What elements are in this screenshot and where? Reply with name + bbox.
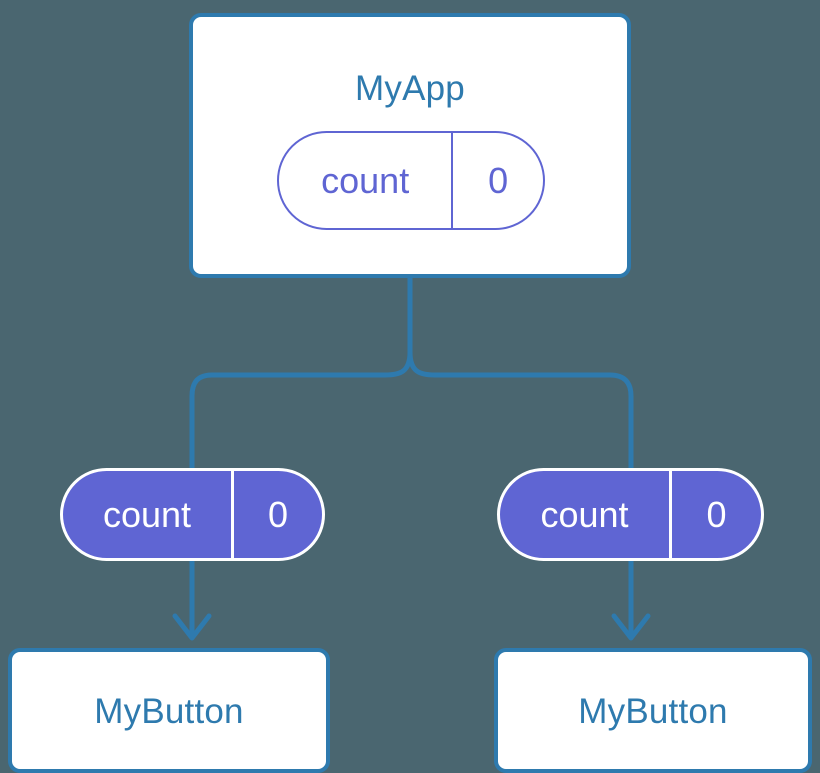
arrow-head-right-icon xyxy=(611,613,651,641)
prop-pill-value: 0 xyxy=(669,471,761,558)
component-title-mybutton: MyButton xyxy=(94,692,244,731)
state-pill-myapp-count[interactable]: count 0 xyxy=(277,131,545,230)
prop-pill-key: count xyxy=(540,493,629,535)
state-pill-value: 0 xyxy=(451,133,543,228)
prop-pill-right-count[interactable]: count 0 xyxy=(497,468,764,561)
arrow-head-left-icon xyxy=(172,613,212,641)
prop-pill-key: count xyxy=(102,493,192,535)
component-title-mybutton: MyButton xyxy=(578,692,728,731)
component-title-myapp: MyApp xyxy=(355,69,465,108)
component-box-mybutton-right[interactable]: MyButton xyxy=(494,648,812,773)
component-box-mybutton-left[interactable]: MyButton xyxy=(8,648,330,773)
prop-pill-value: 0 xyxy=(231,471,322,558)
state-pill-key: count xyxy=(321,159,410,201)
prop-pill-left-count[interactable]: count 0 xyxy=(60,468,325,561)
